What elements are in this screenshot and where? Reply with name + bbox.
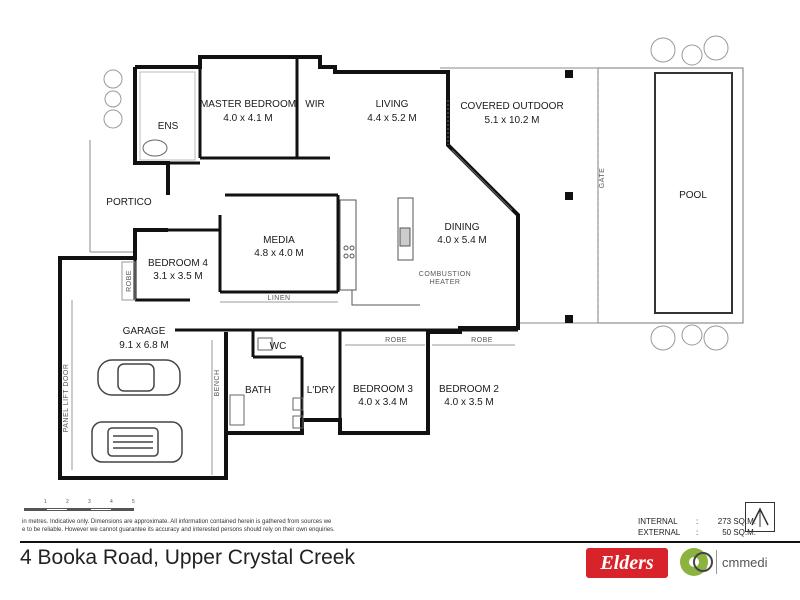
room-covered-outdoor-dims: 5.1 x 10.2 M: [484, 115, 539, 126]
robe-bedroom2-label: ROBE: [471, 337, 493, 344]
room-ens-name: ENS: [158, 121, 179, 132]
disclaimer: in metres. Indicative only. Dimensions a…: [22, 518, 382, 534]
scale-tick-label: 2: [66, 499, 69, 505]
linen-label: LINEN: [267, 295, 290, 302]
scale-tick-label: 5: [132, 499, 135, 505]
scale-tick-label: 4: [110, 499, 113, 505]
room-wc-name: WC: [270, 341, 287, 352]
fixtures: [71, 71, 338, 475]
floor-plan: MASTER BEDROOM 4.0 x 4.1 M ENS WIR LIVIN…: [58, 35, 744, 480]
room-bedroom2-dims: 4.0 x 3.5 M: [444, 397, 493, 408]
room-bedroom3-name: BEDROOM 3: [353, 384, 413, 395]
room-bath-name: BATH: [245, 385, 271, 396]
room-portico-name: PORTICO: [106, 197, 152, 208]
room-media-name: MEDIA: [263, 235, 295, 246]
room-bedroom4-dims: 3.1 x 3.5 M: [153, 271, 202, 282]
room-covered-outdoor-name: COVERED OUTDOOR: [460, 101, 563, 112]
gate-label: GATE: [599, 168, 606, 189]
robe-bedroom3-label: ROBE: [385, 337, 407, 344]
car-icon-suv: [91, 421, 183, 463]
property-address: 4 Booka Road, Upper Crystal Creek: [20, 546, 355, 569]
room-living-name: LIVING: [376, 99, 409, 110]
combustion-label: COMBUSTION: [419, 271, 471, 278]
north-arrow-icon: [745, 502, 775, 532]
area-summary: INTERNAL:273 SQ.M. EXTERNAL:50 SQ.M.: [638, 517, 756, 537]
external-value: 50 SQ.M.: [722, 528, 756, 537]
room-pool-name: POOL: [679, 190, 707, 201]
disclaimer-line-1: in metres. Indicative only. Dimensions a…: [22, 519, 332, 525]
room-garage-name: GARAGE: [123, 326, 166, 337]
exterior-walls: [58, 55, 520, 480]
elders-logo-text: Elders: [600, 552, 654, 574]
scale-bar: 1 2 3 4 5: [24, 499, 136, 512]
glazing: [447, 100, 513, 211]
room-living-dims: 4.4 x 5.2 M: [367, 113, 416, 124]
room-wir-name: WIR: [305, 99, 324, 110]
cm-media-logo-text: cmmedi: [722, 555, 768, 570]
room-bedroom3-dims: 4.0 x 3.4 M: [358, 397, 407, 408]
kitchen-island: [339, 197, 420, 306]
room-dining-name: DINING: [445, 222, 480, 233]
room-master-bedroom-name: MASTER BEDROOM: [200, 99, 296, 110]
outdoor-boundaries: [89, 67, 599, 324]
disclaimer-line-2: e to be reliable. However we cannot guar…: [22, 527, 335, 533]
bench-label: BENCH: [214, 369, 221, 396]
footer-rule: [20, 541, 800, 543]
heater-label: HEATER: [430, 279, 461, 286]
panel-lift-door-label: PANEL LIFT DOOR: [63, 364, 70, 433]
interior-walls: [133, 57, 518, 433]
internal-value: 273 SQ.M.: [717, 517, 756, 526]
room-bedroom4-name: BEDROOM 4: [148, 258, 208, 269]
external-label: EXTERNAL: [638, 528, 681, 537]
room-media-dims: 4.8 x 4.0 M: [254, 248, 303, 259]
car-icon: [97, 359, 181, 396]
robes: [121, 261, 515, 346]
room-bedroom2-name: BEDROOM 2: [439, 384, 499, 395]
scale-tick-label: 3: [88, 499, 91, 505]
room-garage-dims: 9.1 x 6.8 M: [119, 340, 168, 351]
internal-label: INTERNAL: [638, 517, 678, 526]
logo-divider: [716, 550, 717, 574]
robe-bedroom4-label: ROBE: [126, 270, 133, 292]
room-master-bedroom-dims: 4.0 x 4.1 M: [223, 113, 272, 124]
scale-tick-label: 1: [44, 499, 47, 505]
cm-media-ring-icon: [693, 552, 713, 572]
room-laundry-name: L'DRY: [307, 385, 336, 396]
elders-logo: Elders: [586, 548, 668, 578]
room-dining-dims: 4.0 x 5.4 M: [437, 235, 486, 246]
tree-icons: [103, 35, 729, 351]
pool-outline: [597, 67, 744, 324]
